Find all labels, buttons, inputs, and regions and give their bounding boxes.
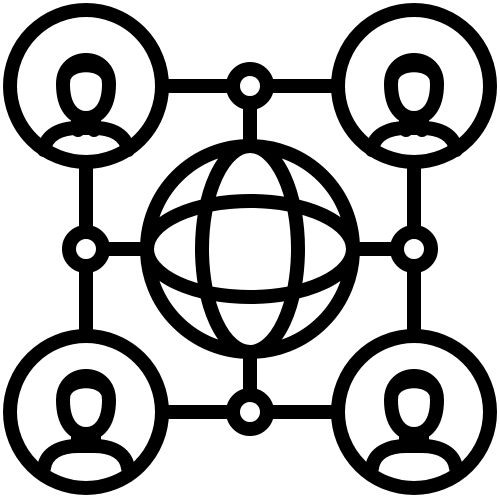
person-icon-bottom-right — [331, 329, 497, 495]
globe-icon — [140, 139, 360, 359]
connector-node-right — [390, 225, 438, 273]
person-icon-bottom-left — [3, 329, 169, 495]
connector-node-bottom — [226, 388, 274, 436]
connector-node-top — [226, 62, 274, 110]
person-icon-top-left — [3, 3, 169, 169]
connector-node-left — [62, 225, 110, 273]
person-icon-top-right — [331, 3, 497, 169]
